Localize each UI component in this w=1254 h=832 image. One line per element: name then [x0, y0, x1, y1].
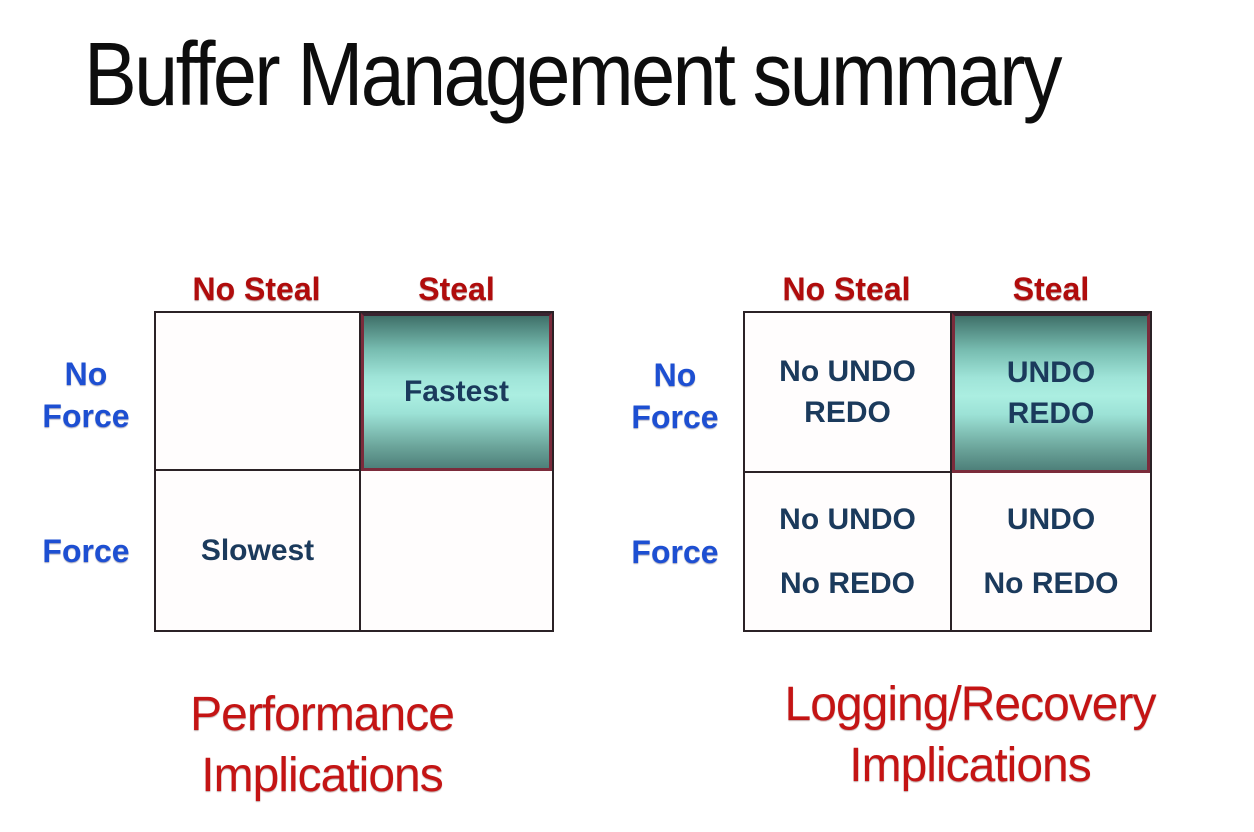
perf-cell-force-no-steal: Slowest: [156, 471, 361, 630]
perf-fastest-label: Fastest: [403, 375, 510, 409]
log-cell-text: No UNDO: [779, 354, 916, 388]
logging-caption-line2: Implications: [849, 739, 1091, 793]
log-header-no-steal-label: No Steal: [782, 271, 911, 307]
perf-force-label: Force: [42, 532, 130, 569]
log-header-steal-label: Steal: [1012, 271, 1090, 307]
log-cell-force-no-steal: No UNDO No REDO: [745, 473, 952, 630]
log-cell-no-force-steal: UNDO REDO: [952, 313, 1150, 473]
log-row-label-no-force: No Force: [616, 315, 734, 477]
perf-header-steal-label: Steal: [418, 271, 495, 307]
log-cell-text: UNDO: [1006, 503, 1096, 537]
log-cell-force-steal: UNDO No REDO: [952, 473, 1150, 630]
log-cell-text: No UNDO: [779, 503, 916, 537]
perf-no-force-label: No Force: [42, 355, 130, 434]
log-cell-no-force-no-steal: No UNDO REDO: [745, 313, 952, 473]
perf-column-header-steal: Steal: [359, 266, 554, 308]
log-cell-text: No REDO: [983, 566, 1119, 600]
logging-caption: Logging/Recovery Implications: [758, 674, 1182, 797]
log-grid: No UNDO REDO UNDO REDO No UNDO No REDO U…: [743, 311, 1152, 632]
perf-column-header-no-steal: No Steal: [154, 266, 359, 308]
log-row-label-force: Force: [616, 473, 734, 632]
perf-row-label-no-force: No Force: [28, 315, 144, 475]
perf-header-no-steal-label: No Steal: [192, 271, 321, 307]
performance-caption-line2: Implications: [201, 749, 443, 803]
log-cell-text: REDO: [1007, 397, 1095, 430]
log-cell-text: UNDO: [1006, 355, 1096, 389]
perf-slowest-label: Slowest: [200, 533, 315, 567]
logging-caption-line1: Logging/Recovery: [784, 678, 1157, 731]
page-title: Buffer Management summary: [84, 25, 1062, 125]
log-column-header-steal: Steal: [950, 266, 1152, 308]
perf-cell-no-force-no-steal: [156, 313, 361, 471]
log-cell-text: REDO: [804, 396, 891, 429]
perf-cell-force-steal: [361, 471, 552, 630]
log-no-force-label: No Force: [631, 356, 719, 435]
perf-grid: Fastest Slowest: [154, 311, 554, 632]
log-force-label: Force: [631, 534, 719, 571]
log-cell-text: No REDO: [780, 566, 915, 600]
perf-cell-no-force-steal: Fastest: [361, 313, 552, 471]
performance-caption-line1: Performance: [190, 688, 455, 741]
perf-row-label-force: Force: [28, 471, 144, 631]
log-column-header-no-steal: No Steal: [743, 266, 950, 308]
performance-caption: Performance Implications: [122, 684, 522, 807]
